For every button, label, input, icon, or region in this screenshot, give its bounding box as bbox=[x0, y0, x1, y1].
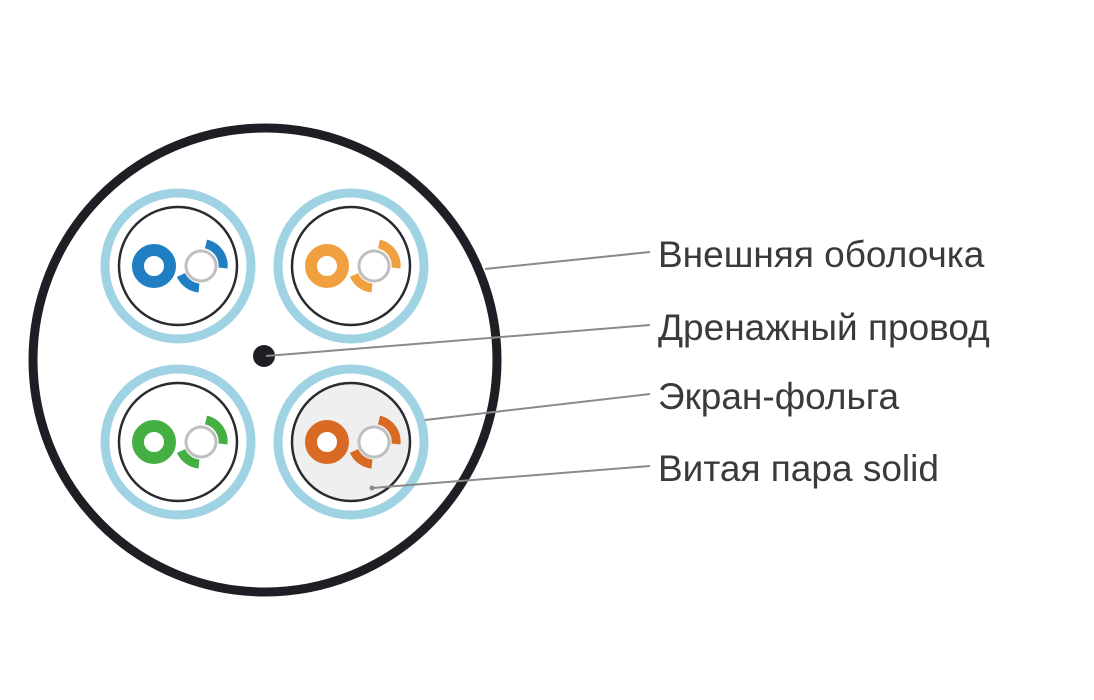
drain-wire bbox=[253, 345, 275, 367]
pair-wrap bbox=[290, 381, 412, 503]
leader-line-drain-wire bbox=[265, 324, 651, 357]
leader-line-foil-shield bbox=[424, 393, 651, 421]
stripe-arc-top bbox=[204, 239, 228, 269]
stripe-arc-bottom bbox=[349, 448, 373, 469]
stripe-arc-top bbox=[204, 415, 228, 445]
stripe-arc-top bbox=[377, 415, 401, 445]
conductor-colored bbox=[132, 244, 176, 288]
stripe-arc-bottom bbox=[176, 272, 200, 293]
conductor-colored bbox=[132, 420, 176, 464]
conductor-striped bbox=[184, 249, 218, 283]
pair-wrap bbox=[117, 205, 239, 327]
conductor-striped bbox=[357, 249, 391, 283]
label-foil-shield: Экран-фольга bbox=[658, 376, 899, 417]
pair-wrap bbox=[117, 381, 239, 503]
pair-green bbox=[100, 364, 256, 520]
pair-brown bbox=[273, 364, 429, 520]
conductor-striped bbox=[184, 425, 218, 459]
twisted-pairs bbox=[100, 188, 429, 520]
leader-line-outer-jacket bbox=[484, 251, 651, 270]
stripe-arc-bottom bbox=[176, 448, 200, 469]
stripe-arc-bottom bbox=[349, 272, 373, 293]
pair-orange bbox=[273, 188, 429, 344]
pair-wrap bbox=[290, 205, 412, 327]
conductor-striped bbox=[357, 425, 391, 459]
label-drain-wire: Дренажный провод bbox=[658, 307, 990, 348]
leader-line-twisted-pair bbox=[371, 465, 651, 489]
pair-blue bbox=[100, 188, 256, 344]
conductor-colored bbox=[305, 244, 349, 288]
label-outer-jacket: Внешняя оболочка bbox=[658, 234, 985, 275]
stripe-arc-top bbox=[377, 239, 401, 269]
label-twisted-pair: Витая пара solid bbox=[658, 448, 939, 489]
conductor-colored bbox=[305, 420, 349, 464]
